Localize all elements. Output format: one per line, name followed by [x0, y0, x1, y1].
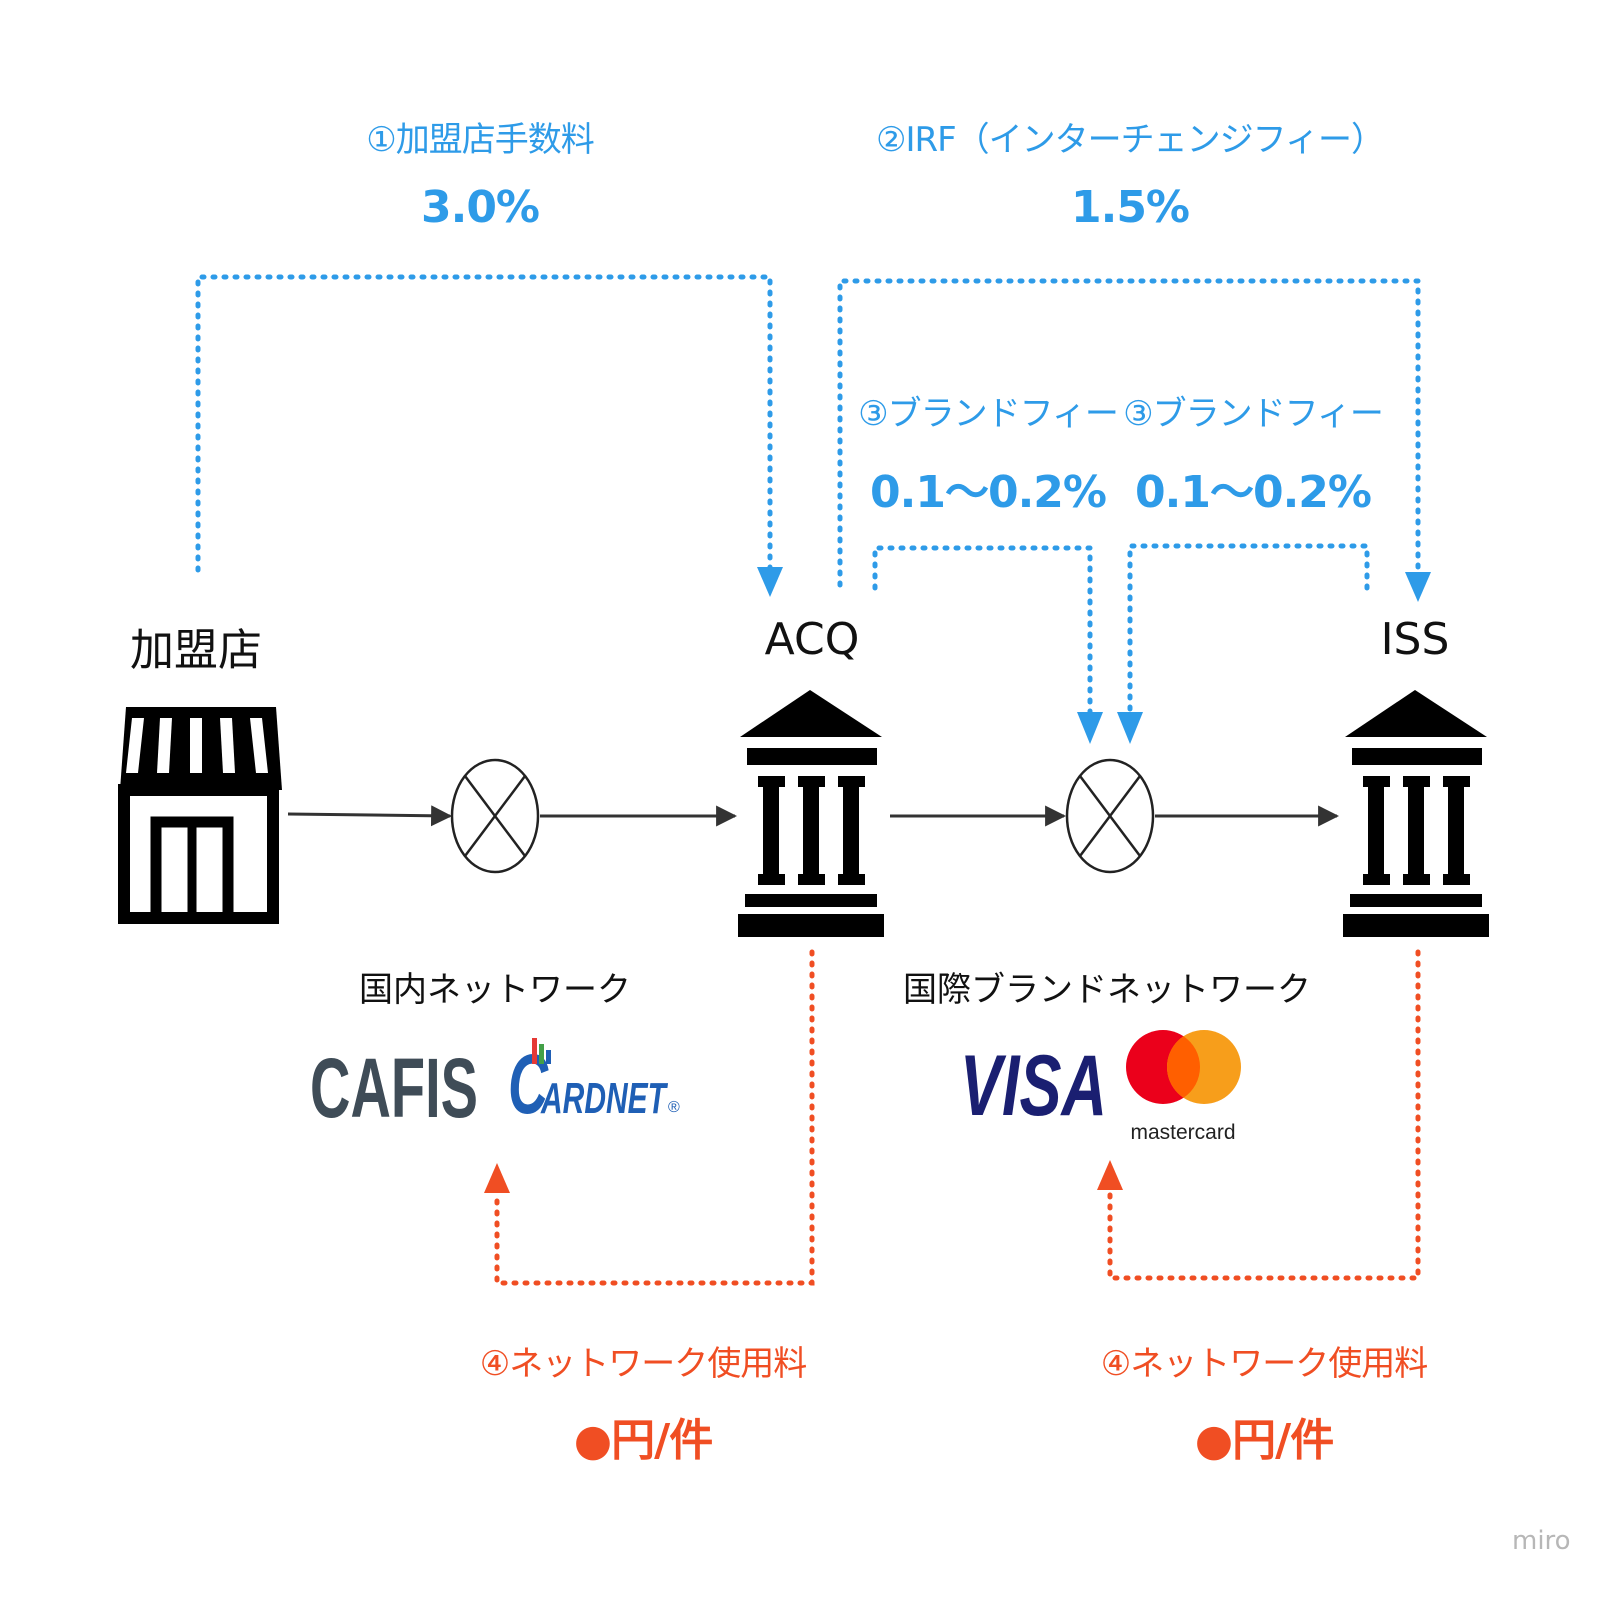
irf-label: ②IRF（インターチェンジフィー）	[875, 120, 1385, 160]
visa-logo: VISA	[960, 1038, 1107, 1134]
issuer-label: ISS	[1380, 614, 1450, 665]
acquirer-label: ACQ	[764, 614, 860, 665]
merchant-label: 加盟店	[130, 625, 262, 676]
network-fee-right-flow	[1107, 949, 1421, 1281]
merchant-fee-label: ①加盟店手数料	[366, 120, 594, 160]
svg-text:ARDNET: ARDNET	[540, 1074, 668, 1123]
brand-fee-left-flow	[872, 545, 1093, 715]
brand-fee-left-value: 0.1〜0.2%	[870, 467, 1107, 518]
network-fee-left-arrowhead	[484, 1163, 510, 1193]
irf-flow	[837, 278, 1421, 588]
merchant-fee-flow	[195, 274, 773, 578]
merchant-fee-value: 3.0%	[420, 182, 540, 233]
brand-switch-icon	[1065, 758, 1155, 874]
cardnet-logo: C ARDNET ®	[508, 1037, 680, 1131]
mastercard-logo: mastercard	[1126, 1030, 1241, 1144]
network-fee-right-value: ●円/件	[1194, 1415, 1334, 1466]
acq-bank-icon	[738, 690, 884, 937]
international-network-label: 国際ブランドネットワーク	[903, 970, 1311, 1010]
svg-text:mastercard: mastercard	[1130, 1121, 1235, 1144]
brand-fee-right-value: 0.1〜0.2%	[1135, 467, 1372, 518]
irf-value: 1.5%	[1070, 182, 1190, 233]
svg-text:®: ®	[668, 1099, 680, 1116]
brand-fee-left-label: ③ブランドフィー	[858, 394, 1119, 434]
brand-fee-left-arrowhead	[1077, 712, 1103, 744]
brand-fee-right-arrowhead	[1117, 712, 1143, 744]
iss-bank-icon	[1343, 690, 1489, 937]
network-fee-left-value: ●円/件	[573, 1415, 713, 1466]
merchant-fee-arrowhead	[757, 567, 783, 597]
merchant-to-switch-arrow	[287, 805, 453, 827]
irf-arrowhead	[1405, 572, 1431, 602]
brand-fee-right-flow	[1127, 543, 1370, 715]
network-fee-right-label: ④ネットワーク使用料	[1100, 1344, 1428, 1384]
domestic-network-label: 国内ネットワーク	[359, 970, 631, 1010]
domestic-switch-icon	[450, 758, 540, 874]
store-icon	[118, 707, 282, 924]
brand-fee-right-label: ③ブランドフィー	[1123, 394, 1384, 434]
network-fee-left-flow	[494, 949, 815, 1286]
miro-watermark: miro	[1512, 1526, 1571, 1556]
network-fee-right-arrowhead	[1097, 1160, 1123, 1190]
cafis-logo: CAFIS	[310, 1041, 478, 1135]
network-fee-left-label: ④ネットワーク使用料	[479, 1344, 807, 1384]
